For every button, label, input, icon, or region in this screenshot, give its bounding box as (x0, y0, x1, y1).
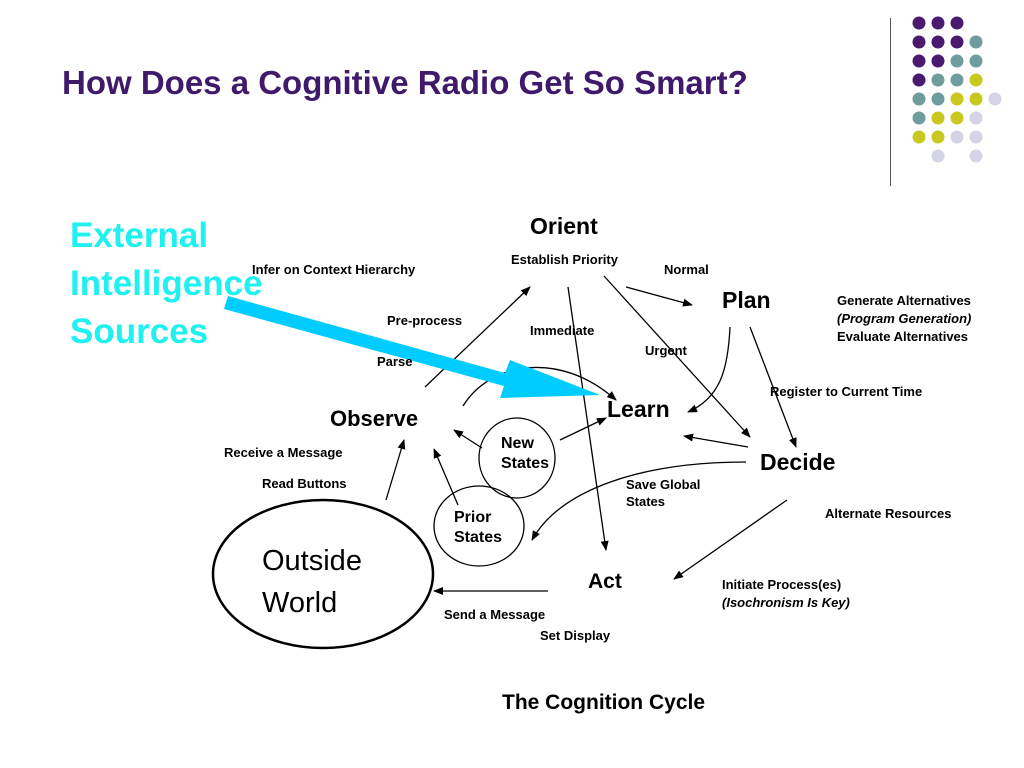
external-intelligence-arrow (224, 296, 600, 398)
new-states-circle (478, 417, 556, 499)
prior-states-circle (433, 485, 525, 567)
decorative-dot (950, 130, 964, 144)
decorative-dot (931, 149, 945, 163)
decorative-dot (969, 54, 983, 68)
label-immediate: Immediate (530, 323, 595, 338)
decorative-dot (912, 92, 926, 106)
label-parse: Parse (377, 354, 413, 369)
arrow-outside-to-observe (385, 439, 406, 501)
arrow-plan-to-decide (749, 326, 797, 448)
decorative-dot (912, 54, 926, 68)
label-urgent: Urgent (645, 343, 687, 358)
decorative-dot (931, 73, 945, 87)
node-decide: Decide (760, 449, 836, 475)
decorative-dot (912, 35, 926, 49)
decorative-dot (950, 16, 964, 30)
decorative-dot (950, 73, 964, 87)
act-notes: Initiate Process(es) (Isochronism Is Key… (722, 577, 850, 610)
decorative-dot (988, 92, 1002, 106)
decorative-dot (950, 92, 964, 106)
label-save-global-states: Save Global States (626, 477, 701, 509)
decorative-dot (912, 111, 926, 125)
external-intelligence-label: External Intelligence Sources (70, 216, 263, 351)
outside-world-ellipse (211, 498, 435, 650)
label-alternate-resources: Alternate Resources (825, 506, 952, 521)
decorative-dot-grid (912, 16, 1002, 163)
node-outside-world: Outside World (262, 545, 362, 619)
arrow-prior-states-to-observe (433, 448, 459, 506)
decorative-vertical-rule (890, 18, 891, 186)
label-read-buttons: Read Buttons (262, 476, 347, 491)
decorative-dot (969, 92, 983, 106)
decorative-dot (969, 111, 983, 125)
arrow-decide-to-prior-states (531, 461, 747, 541)
arrow-new-states-to-learn (559, 417, 607, 441)
node-plan: Plan (722, 287, 771, 313)
arrow-decide-to-learn (683, 433, 749, 448)
decorative-dot (912, 16, 926, 30)
label-register-time: Register to Current Time (770, 384, 923, 399)
arrow-orient-to-act (567, 286, 609, 551)
node-learn: Learn (607, 396, 670, 422)
decorative-dot (950, 54, 964, 68)
node-act: Act (588, 570, 622, 593)
label-pre-process: Pre-process (387, 313, 463, 328)
decorative-dot (969, 149, 983, 163)
slide-title: How Does a Cognitive Radio Get So Smart? (62, 64, 748, 101)
decorative-dot (969, 73, 983, 87)
node-prior-states: Prior States (454, 509, 503, 546)
decorative-dot (969, 130, 983, 144)
decorative-dot (931, 35, 945, 49)
label-infer-on-context: Infer on Context Hierarchy (252, 262, 416, 277)
label-receive-message: Receive a Message (224, 445, 343, 460)
decorative-dot (931, 16, 945, 30)
node-new-states: New States (501, 435, 550, 472)
decorative-dot (912, 130, 926, 144)
label-normal: Normal (664, 262, 709, 277)
arrow-orient-to-decide (603, 275, 751, 438)
label-establish-priority: Establish Priority (511, 252, 618, 267)
arrow-observe-to-orient (424, 286, 531, 388)
plan-notes: Generate Alternatives (Program Generatio… (837, 293, 972, 344)
label-send-message: Send a Message (444, 607, 546, 622)
diagram-caption: The Cognition Cycle (502, 691, 706, 714)
arrow-decide-to-act (673, 499, 788, 580)
decorative-dot (912, 73, 926, 87)
decorative-dot (969, 35, 983, 49)
node-orient: Orient (530, 213, 598, 239)
decorative-dot (931, 111, 945, 125)
arrow-new-states-to-observe (453, 429, 483, 449)
decorative-dot (950, 35, 964, 49)
decorative-dot (931, 54, 945, 68)
label-set-display: Set Display (540, 628, 611, 643)
decorative-dot (931, 130, 945, 144)
arrow-plan-to-learn (687, 326, 731, 413)
node-observe: Observe (330, 406, 419, 431)
arrow-orient-to-plan (625, 286, 693, 307)
decorative-dot (931, 92, 945, 106)
decorative-dot (950, 111, 964, 125)
